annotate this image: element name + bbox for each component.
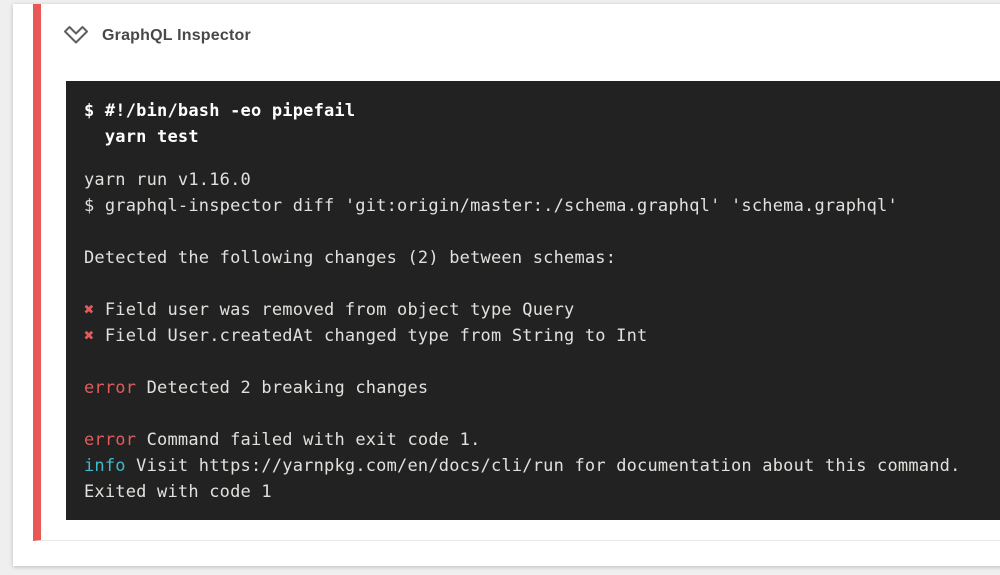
info-text: info [84, 456, 126, 476]
terminal-line: Detected the following changes (2) betwe… [84, 245, 1000, 271]
failed-step-section: GraphQL Inspector $ #!/bin/bash -eo pipe… [33, 4, 1000, 541]
step-header[interactable]: GraphQL Inspector [41, 4, 1000, 47]
error-text: ✖ [84, 326, 95, 346]
error-text: error [84, 378, 137, 398]
terminal-line: error Command failed with exit code 1. [84, 427, 1000, 453]
terminal-output: $ #!/bin/bash -eo pipefail yarn test yar… [66, 81, 1000, 520]
step-title: GraphQL Inspector [102, 26, 251, 44]
terminal-line: Exited with code 1 [84, 479, 1000, 505]
terminal-command-block: $ #!/bin/bash -eo pipefail yarn test [84, 98, 1000, 150]
terminal-line: ✖ Field User.createdAt changed type from… [84, 323, 1000, 349]
terminal-text: Detected the following changes (2) betwe… [84, 248, 617, 268]
terminal-line [84, 349, 1000, 375]
terminal-text: Command failed with exit code 1. [136, 430, 481, 450]
error-text: error [84, 430, 137, 450]
terminal-text: yarn run v1.16.0 [84, 170, 251, 190]
terminal-text: Visit https://yarnpkg.com/en/docs/cli/ru… [125, 456, 961, 476]
terminal-text: $ graphql-inspector diff 'git:origin/mas… [84, 196, 898, 216]
terminal-line: error Detected 2 breaking changes [84, 375, 1000, 401]
terminal-line: yarn test [84, 127, 199, 147]
terminal-output-block: yarn run v1.16.0 $ graphql-inspector diff… [84, 167, 1000, 505]
build-output-card: GraphQL Inspector $ #!/bin/bash -eo pipe… [13, 4, 1000, 566]
terminal-line [84, 271, 1000, 297]
terminal-text: Detected 2 breaking changes [136, 378, 429, 398]
terminal-line: ✖ Field user was removed from object typ… [84, 297, 1000, 323]
terminal-text: Field User.createdAt changed type from S… [94, 326, 648, 346]
terminal-line: $ #!/bin/bash -eo pipefail [84, 101, 356, 121]
terminal-line [84, 401, 1000, 427]
terminal-line: yarn run v1.16.0 [84, 167, 1000, 193]
terminal-text: Field user was removed from object type … [94, 300, 575, 320]
terminal-text: Exited with code 1 [84, 482, 272, 502]
chevron-down-icon[interactable] [62, 24, 90, 47]
terminal-line: info Visit https://yarnpkg.com/en/docs/c… [84, 453, 1000, 479]
terminal-line [84, 219, 1000, 245]
terminal-line: $ graphql-inspector diff 'git:origin/mas… [84, 193, 1000, 219]
error-text: ✖ [84, 300, 95, 320]
